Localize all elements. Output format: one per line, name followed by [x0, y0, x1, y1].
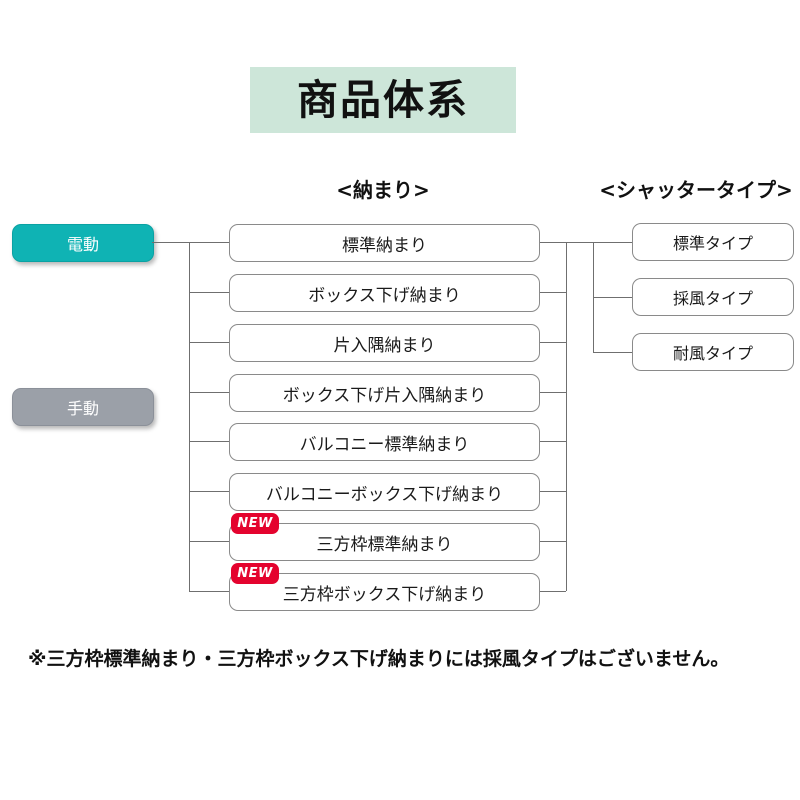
connector-right-trunk [566, 242, 567, 591]
connector-electric-to-trunk [152, 242, 189, 243]
fit-option-box[interactable]: バルコニー標準納まり [229, 423, 540, 461]
fit-option-box[interactable]: 片入隅納まり [229, 324, 540, 362]
fit-option-label: ボックス下げ納まり [308, 285, 461, 306]
connector-left-branch-5 [189, 441, 229, 442]
fit-option-label: ボックス下げ片入隅納まり [282, 385, 487, 406]
column-header-fit: <納まり> [336, 178, 430, 202]
connector-left-branch-2 [189, 292, 229, 293]
connector-to-shutter-trunk [566, 242, 593, 243]
column-header-shutter-type: <シャッタータイプ> [599, 178, 793, 202]
connector-shutter-branch-2 [593, 297, 632, 298]
footnote: ※三方枠標準納まり・三方枠ボックス下げ納まりには採風タイプはございません。 [28, 648, 730, 670]
shutter-type-label: 標準タイプ [672, 234, 753, 253]
page-title: 商品体系 [297, 75, 469, 124]
drive-type-electric[interactable]: 電動 [12, 224, 154, 262]
fit-option-box[interactable]: ボックス下げ片入隅納まり [229, 374, 540, 412]
connector-left-branch-1 [189, 242, 229, 243]
connector-right-branch-8 [540, 591, 566, 592]
connector-left-branch-4 [189, 392, 229, 393]
connector-shutter-branch-1 [593, 242, 632, 243]
connector-left-branch-7 [189, 541, 229, 542]
new-badge: NEW [231, 563, 279, 584]
connector-right-branch-1 [540, 242, 566, 243]
drive-type-electric-label: 電動 [66, 235, 99, 254]
fit-option-box[interactable]: 三方枠ボックス下げ納まり [229, 573, 540, 611]
fit-option-label: 片入隅納まり [333, 335, 436, 356]
shutter-type-box[interactable]: 採風タイプ [632, 278, 794, 316]
connector-right-branch-3 [540, 342, 566, 343]
fit-option-box[interactable]: 三方枠標準納まり [229, 523, 540, 561]
fit-option-label: 標準納まり [342, 235, 427, 256]
connector-left-branch-6 [189, 491, 229, 492]
fit-option-label: 三方枠標準納まり [316, 534, 453, 555]
page-title-banner: 商品体系 [250, 67, 516, 133]
shutter-type-label: 耐風タイプ [672, 344, 753, 363]
fit-option-label: 三方枠ボックス下げ納まり [282, 584, 487, 605]
connector-right-branch-2 [540, 292, 566, 293]
shutter-type-box[interactable]: 標準タイプ [632, 223, 794, 261]
new-badge: NEW [231, 513, 279, 534]
fit-option-box[interactable]: バルコニーボックス下げ納まり [229, 473, 540, 511]
drive-type-manual[interactable]: 手動 [12, 388, 154, 426]
drive-type-manual-label: 手動 [66, 399, 99, 418]
connector-right-branch-4 [540, 392, 566, 393]
fit-option-label: バルコニーボックス下げ納まり [265, 484, 504, 505]
fit-option-label: バルコニー標準納まり [299, 434, 470, 455]
fit-option-box[interactable]: ボックス下げ納まり [229, 274, 540, 312]
connector-left-branch-3 [189, 342, 229, 343]
fit-option-box[interactable]: 標準納まり [229, 224, 540, 262]
connector-left-trunk [189, 242, 190, 591]
connector-shutter-branch-3 [593, 352, 632, 353]
shutter-type-label: 採風タイプ [672, 289, 753, 308]
shutter-type-box[interactable]: 耐風タイプ [632, 333, 794, 371]
connector-right-branch-5 [540, 441, 566, 442]
connector-left-branch-8 [189, 591, 229, 592]
connector-right-branch-7 [540, 541, 566, 542]
connector-right-branch-6 [540, 491, 566, 492]
